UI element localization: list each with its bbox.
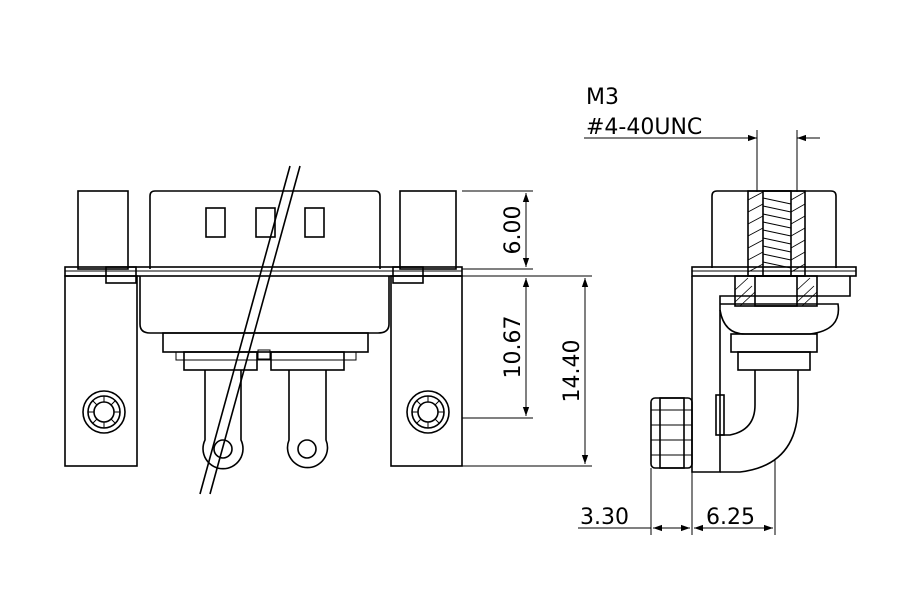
side-nut bbox=[734, 275, 818, 307]
dim-3-30-label: 3.30 bbox=[580, 505, 629, 530]
contact-window-3 bbox=[304, 207, 325, 238]
side-insert bbox=[730, 333, 818, 353]
contact-housing-right bbox=[270, 351, 345, 371]
left-lock-tab bbox=[105, 266, 137, 284]
side-view: M3 #4-40UNC bbox=[578, 85, 857, 535]
contact-eyelet bbox=[297, 439, 317, 459]
insulator-body bbox=[139, 276, 390, 334]
dim-10-67-label: 10.67 bbox=[501, 316, 526, 379]
thread-callout-line2: #4-40UNC bbox=[586, 115, 702, 140]
contact-tail-left bbox=[202, 370, 244, 470]
dim-6-25-label: 6.25 bbox=[706, 505, 755, 530]
threaded-standoff bbox=[747, 190, 806, 277]
front-view: 6.00 10.67 14.40 bbox=[64, 165, 592, 495]
right-bracket bbox=[390, 275, 463, 467]
right-boardlock-top bbox=[399, 190, 457, 270]
contact-housing-left bbox=[183, 351, 258, 371]
insert-block bbox=[162, 332, 369, 353]
contact-window-1 bbox=[205, 207, 226, 238]
dim-6-00-label: 6.00 bbox=[501, 206, 526, 255]
dsub-shell bbox=[149, 190, 381, 269]
contact-tail-right bbox=[286, 370, 329, 469]
left-screw-nut bbox=[82, 390, 126, 434]
side-contact-tail bbox=[720, 370, 799, 473]
side-screw-boss bbox=[650, 397, 693, 469]
thread-callout-line1: M3 bbox=[586, 85, 619, 110]
dim-14-40-label: 14.40 bbox=[560, 340, 585, 403]
left-bracket bbox=[64, 275, 138, 467]
right-lock-tab bbox=[392, 266, 424, 284]
left-boardlock-top bbox=[77, 190, 129, 270]
right-screw-nut bbox=[406, 390, 450, 434]
break-line bbox=[199, 165, 291, 495]
